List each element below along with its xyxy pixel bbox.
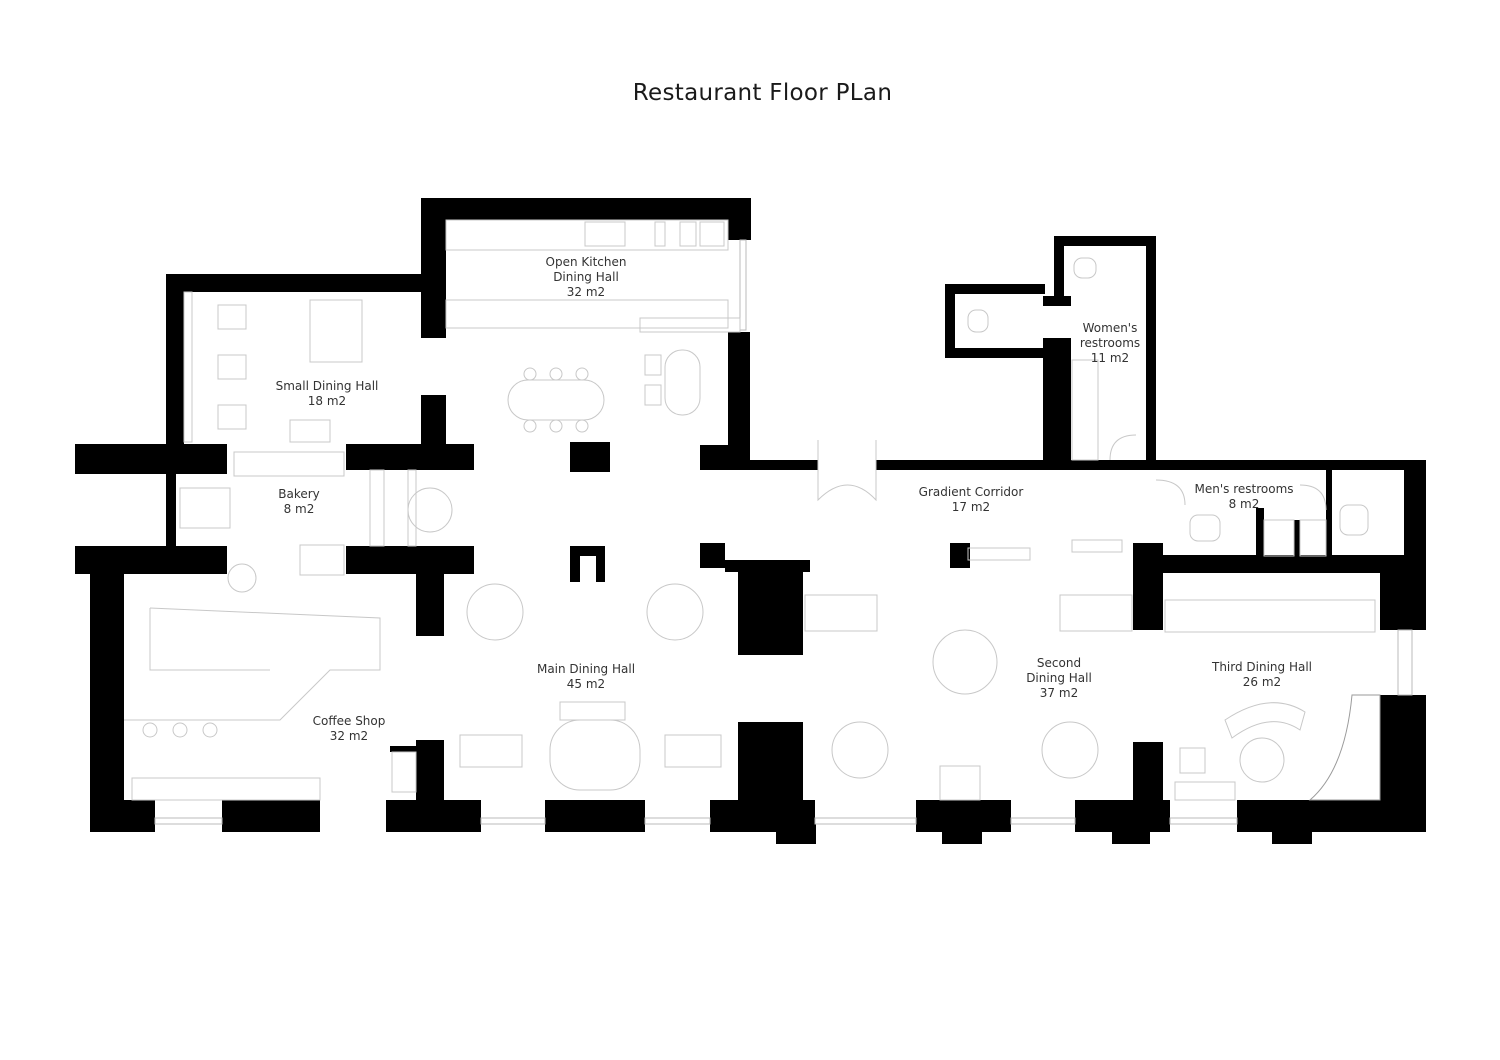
room-name: Bakery [278,487,320,501]
room-area: 37 m2 [1039,686,1079,700]
room-label-bakery: Bakery 8 m2 [278,487,320,517]
walls [75,198,1426,844]
windows [154,239,1413,825]
room-name: Main Dining Hall [536,662,636,676]
furniture [124,219,1381,801]
room-area: 8 m2 [283,502,315,516]
room-name: Dining Hall [1026,671,1092,685]
room-name: restrooms [1079,336,1141,350]
room-label-womens-restrooms: Women's restrooms 11 m2 [1080,321,1140,366]
plan-title: Restaurant Floor PLan [632,80,893,106]
room-area: 17 m2 [951,500,991,514]
room-name: Second [1036,656,1082,670]
room-label-coffee-shop: Coffee Shop 32 m2 [313,714,386,744]
room-label-gradient-corridor: Gradient Corridor 17 m2 [919,485,1024,515]
room-area: 8 m2 [1228,497,1260,511]
room-name: Men's restrooms [1194,482,1294,496]
room-label-second-dining: Second Dining Hall 37 m2 [1026,656,1092,701]
room-name: Small Dining Hall [275,379,379,393]
room-name: Open Kitchen [545,255,627,269]
room-label-mens-restrooms: Men's restrooms 8 m2 [1194,482,1293,512]
room-label-open-kitchen: Open Kitchen Dining Hall 32 m2 [546,255,627,300]
room-name: Third Dining Hall [1211,660,1313,674]
room-area: 45 m2 [566,677,606,691]
room-name: Coffee Shop [312,714,386,728]
room-label-main-dining: Main Dining Hall 45 m2 [537,662,635,692]
room-name: Gradient Corridor [918,485,1024,499]
room-area: 32 m2 [566,285,606,299]
room-area: 32 m2 [329,729,369,743]
room-name: Dining Hall [553,270,619,284]
room-label-small-dining: Small Dining Hall 18 m2 [276,379,379,409]
room-label-third-dining: Third Dining Hall 26 m2 [1212,660,1312,690]
room-area: 26 m2 [1242,675,1282,689]
room-name: Women's [1082,321,1138,335]
room-area: 18 m2 [307,394,347,408]
room-area: 11 m2 [1090,351,1130,365]
